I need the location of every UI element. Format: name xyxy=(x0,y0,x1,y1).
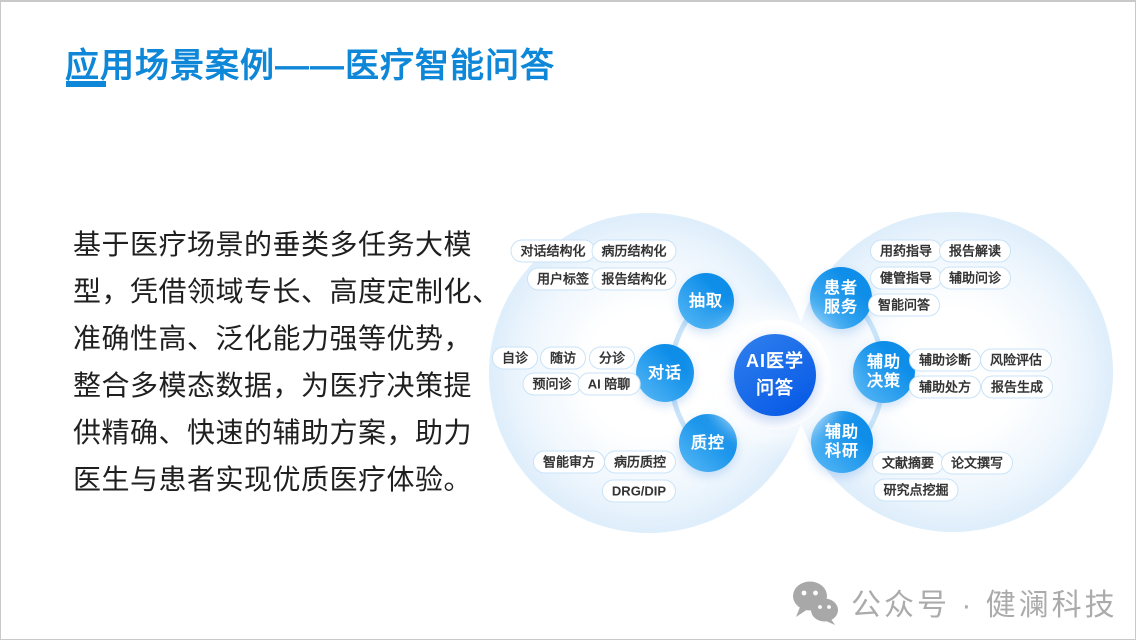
pill-patient-service-16: 智能问答 xyxy=(867,293,941,317)
pill-extract-1: 病历结构化 xyxy=(591,239,677,263)
pill-quality-control-9: 智能审方 xyxy=(532,450,606,474)
pill-patient-service-12: 用药指导 xyxy=(869,239,943,263)
pill-dialogue-4: 自诊 xyxy=(491,346,539,370)
page-title: 应用场景案例——医疗智能问答 xyxy=(65,47,555,85)
node-label: 抽取 xyxy=(688,292,723,310)
pill-dialogue-6: 分诊 xyxy=(588,346,636,370)
node-research-support: 辅助科研 xyxy=(811,411,873,473)
node-label: 决策 xyxy=(866,373,901,390)
body-text-line: 供精确、快速的辅助方案，助力 xyxy=(73,417,473,448)
node-label: 问答 xyxy=(756,378,794,398)
node-label: 辅助 xyxy=(866,354,901,371)
pill-research-support-22: 论文撰写 xyxy=(940,451,1014,475)
node-quality-control: 质控 xyxy=(679,414,737,472)
node-label: AI医学 xyxy=(746,351,804,371)
node-label: 质控 xyxy=(690,434,725,452)
pill-decision-support-19: 辅助处方 xyxy=(908,375,982,399)
footer: 公众号 · 健澜科技 xyxy=(791,577,1131,627)
node-label: 服务 xyxy=(823,299,858,316)
pill-quality-control-11: DRG/DIP xyxy=(601,479,677,503)
node-ai-medical-qa: AI医学问答 xyxy=(734,334,816,416)
node-label: 辅助 xyxy=(824,424,859,441)
pill-decision-support-20: 报告生成 xyxy=(980,375,1054,399)
pill-patient-service-14: 健管指导 xyxy=(869,266,943,290)
pill-research-support-23: 研究点挖掘 xyxy=(873,478,959,502)
pill-extract-3: 报告结构化 xyxy=(591,267,677,291)
pill-dialogue-5: 随访 xyxy=(539,346,587,370)
footer-label: 公众号 · 健澜科技 xyxy=(851,589,1118,622)
node-label: 患者 xyxy=(823,280,858,297)
body-text-line: 型，凭借领域专长、高度定制化、 xyxy=(73,276,501,307)
body-text-line: 准确性高、泛化能力强等优势， xyxy=(73,323,473,354)
body-text: 基于医疗场景的垂类多任务大模型，凭借领域专长、高度定制化、准确性高、泛化能力强等… xyxy=(73,221,501,503)
pill-decision-support-18: 风险评估 xyxy=(979,348,1053,372)
node-patient-service: 患者服务 xyxy=(810,267,872,329)
node-extract: 抽取 xyxy=(678,273,734,329)
wechat-icon xyxy=(793,581,838,625)
node-dialogue: 对话 xyxy=(636,344,694,402)
pill-extract-0: 对话结构化 xyxy=(510,239,596,263)
body-text-line: 基于医疗场景的垂类多任务大模 xyxy=(73,229,473,260)
body-text-line: 医生与患者实现优质医疗体验。 xyxy=(73,464,473,495)
pill-dialogue-8: AI 陪聊 xyxy=(577,372,641,396)
pill-research-support-21: 文献摘要 xyxy=(871,451,945,475)
body-text-line: 整合多模态数据，为医疗决策提 xyxy=(73,370,473,401)
node-decision-support: 辅助决策 xyxy=(853,341,915,403)
pill-dialogue-7: 预问诊 xyxy=(522,372,582,396)
pill-patient-service-15: 辅助问诊 xyxy=(938,266,1012,290)
pill-decision-support-17: 辅助诊断 xyxy=(908,348,982,372)
pill-quality-control-10: 病历质控 xyxy=(603,450,677,474)
title-underline xyxy=(66,81,106,87)
node-label: 对话 xyxy=(647,364,682,382)
pill-patient-service-13: 报告解读 xyxy=(938,239,1012,263)
node-label: 科研 xyxy=(824,443,859,460)
pill-extract-2: 用户标签 xyxy=(526,267,600,291)
